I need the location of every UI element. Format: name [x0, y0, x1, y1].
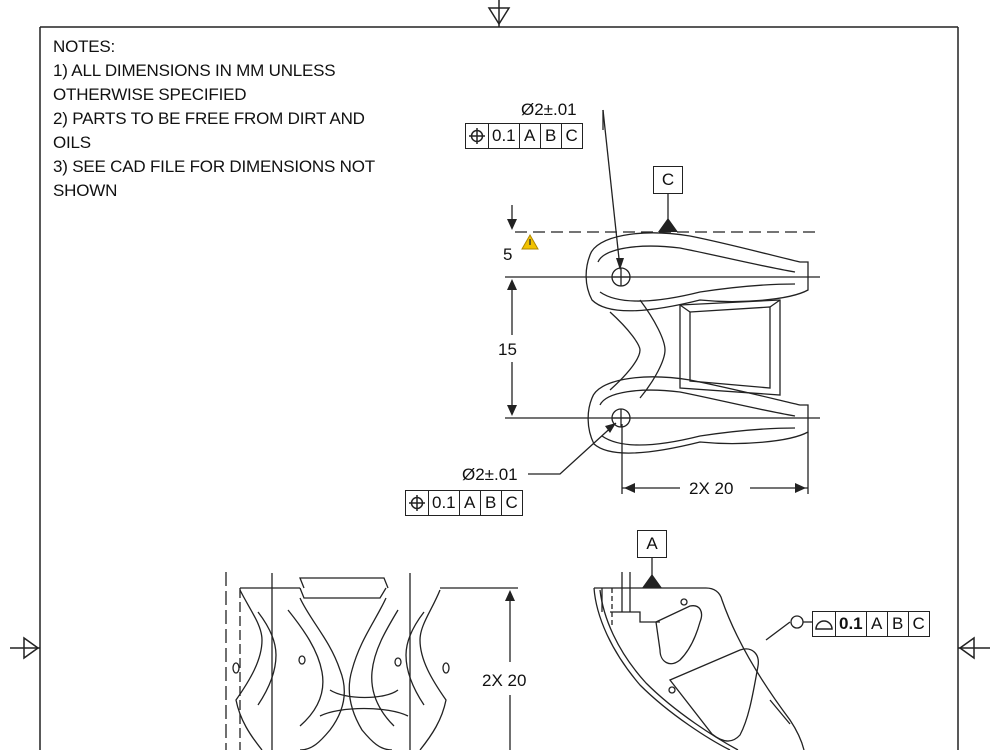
top-center-mark [487, 0, 511, 27]
fcf-top: 0.1 A B C [465, 123, 583, 149]
side-view-leaders [651, 558, 812, 641]
dim-5-label: 5 [503, 245, 512, 264]
fcf-datum: A [867, 612, 888, 636]
fcf-datum: B [888, 612, 909, 636]
profile-of-surface-icon [813, 612, 836, 636]
fcf-datum: B [541, 124, 562, 148]
hole-callout-top: Ø2±.01 [521, 100, 577, 119]
fcf-datum: C [565, 126, 578, 145]
note-line: SHOWN [53, 181, 118, 200]
front-view-part-outline [225, 572, 518, 750]
top-view-arrowheads [507, 218, 806, 493]
fcf-tolerance: 0.1 [429, 491, 460, 515]
hole-symbol-top [611, 267, 631, 287]
notes-heading: NOTES: [53, 37, 116, 56]
fcf-profile: 0.1 A B C [812, 611, 930, 637]
dim-2x20-bottom-label: 2X 20 [689, 479, 733, 498]
dim-2x20-front-label: 2X 20 [482, 671, 526, 690]
drawing-notes: NOTES: 1) ALL DIMENSIONS IN MM UNLESS OT… [53, 35, 473, 203]
fcf-tolerance: 0.1 [836, 612, 867, 636]
note-line: OILS [53, 133, 91, 152]
top-view-part-outline [585, 232, 809, 454]
position-icon [406, 491, 429, 515]
left-center-mark [10, 636, 40, 660]
fcf-datum: C [912, 614, 925, 633]
hole-callout-bottom: Ø2±.01 [462, 465, 518, 484]
fcf-tolerance: 0.1 [489, 124, 520, 148]
hole-symbol-bottom [611, 408, 631, 428]
datum-a-triangle [642, 574, 662, 588]
fcf-bottom: 0.1 A B C [405, 490, 523, 516]
warning-icon [521, 233, 539, 250]
front-view-arrowhead [505, 590, 515, 601]
fcf-datum: A [460, 491, 481, 515]
dim-15-label: 15 [498, 340, 517, 359]
fcf-datum: A [520, 124, 541, 148]
right-center-mark [958, 636, 990, 660]
note-line: OTHERWISE SPECIFIED [53, 85, 247, 104]
note-line: 2) PARTS TO BE FREE FROM DIRT AND [53, 109, 365, 128]
note-line: 3) SEE CAD FILE FOR DIMENSIONS NOT [53, 157, 375, 176]
side-view-part-outline [593, 572, 805, 750]
fcf-datum: C [505, 493, 518, 512]
fcf-datum: B [481, 491, 502, 515]
note-line: 1) ALL DIMENSIONS IN MM UNLESS [53, 61, 336, 80]
datum-a-box: A [637, 530, 667, 558]
datum-c-box: C [653, 166, 683, 194]
position-icon [466, 124, 489, 148]
